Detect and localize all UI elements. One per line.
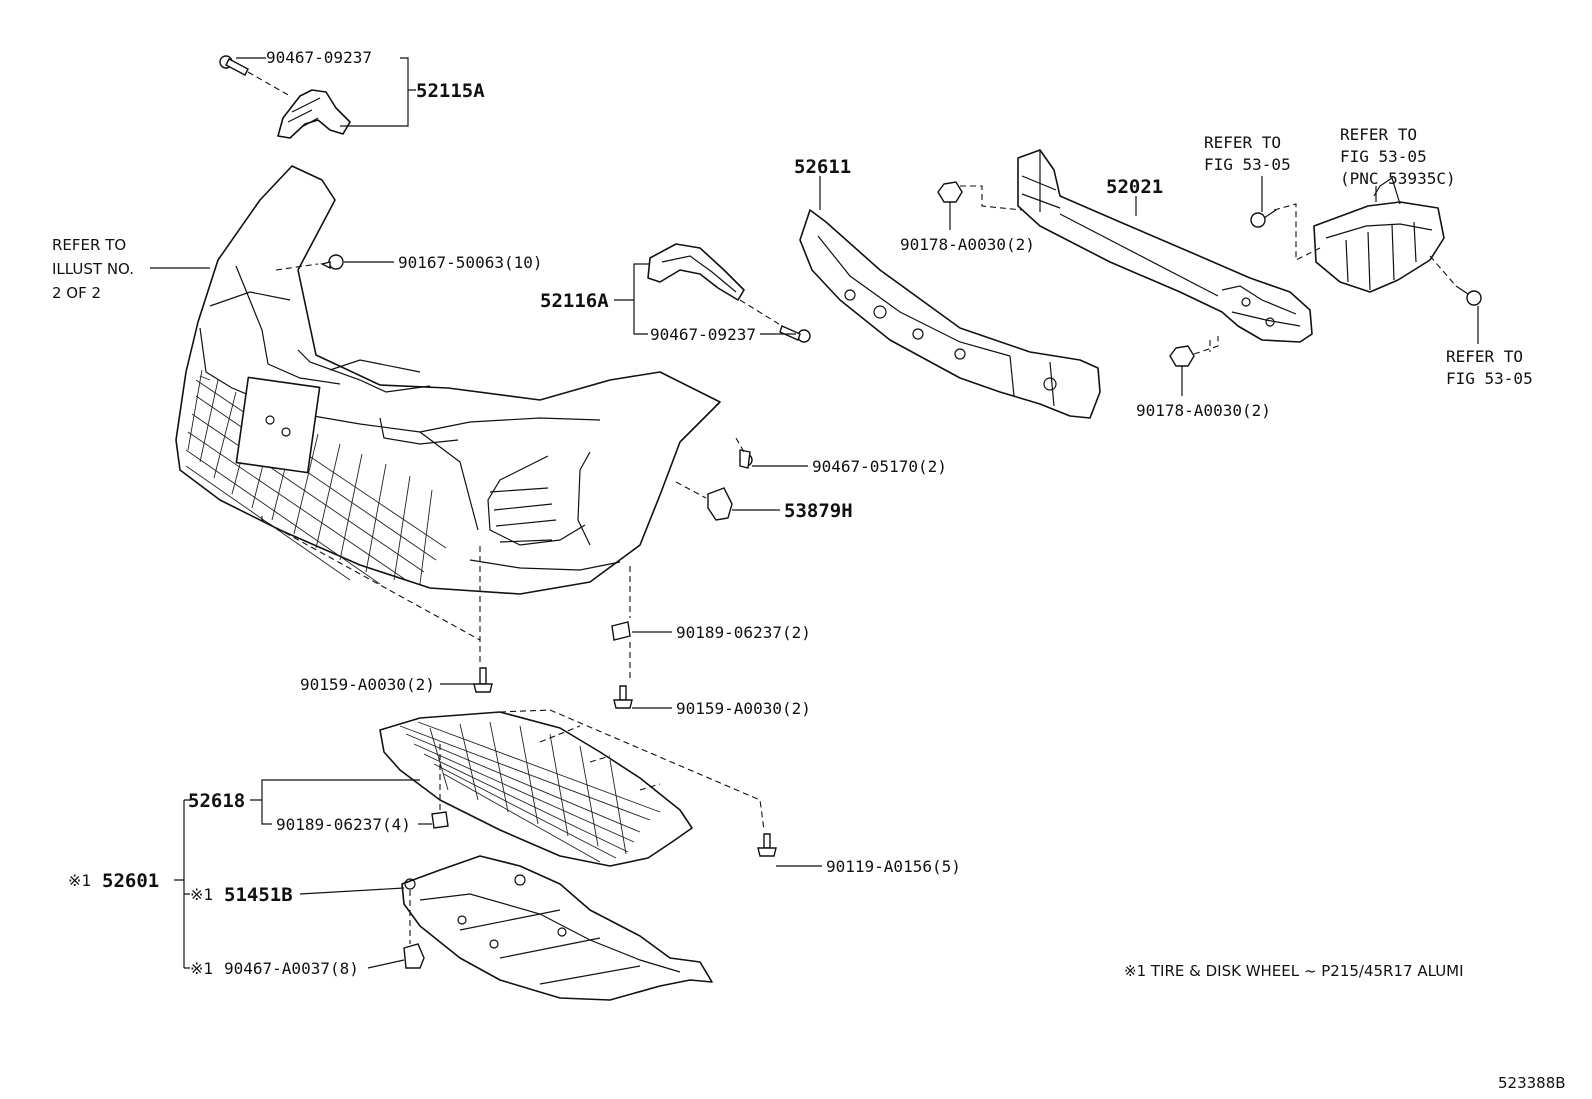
ref-fig-c-line2: FIG 53-05	[1446, 369, 1533, 388]
ref-illust-line1: REFER TO	[52, 236, 126, 254]
ref-fig-a-line1: REFER TO	[1204, 133, 1281, 152]
label-90467-05170: 90467-05170(2)	[812, 457, 947, 476]
ref-fig-a-line2: FIG 53-05	[1204, 155, 1291, 174]
license-plate-bracket	[235, 376, 321, 474]
label-90178-a0030-bottom: 90178-A0030(2)	[1136, 401, 1271, 420]
ref-fig-b-line1: REFER TO	[1340, 125, 1417, 144]
label-90167-50063: 90167-50063(10)	[398, 253, 543, 272]
clip-90189-06237-4[interactable]	[431, 811, 449, 829]
clip-90467-a0037[interactable]	[403, 943, 425, 969]
label-52115a: 52115A	[416, 80, 485, 102]
retainer-53879h[interactable]	[707, 487, 733, 521]
screw-90167-50063[interactable]	[319, 254, 344, 270]
bolt-90467-09237-mid[interactable]	[779, 325, 811, 343]
label-52601: 52601	[102, 870, 159, 892]
ref-illust-line3: 2 OF 2	[52, 284, 101, 302]
nut-90178-a0030-top[interactable]	[937, 181, 963, 203]
footnote-tire-wheel: ※1 TIRE & DISK WHEEL ~ P215/45R17 ALUMI	[1124, 962, 1464, 980]
energy-absorber-52611[interactable]	[799, 209, 1101, 419]
label-90189-06237-4: 90189-06237(4)	[276, 815, 411, 834]
label-90119-a0156: 90119-A0156(5)	[826, 857, 961, 876]
label-90159-a0030-right: 90159-A0030(2)	[676, 699, 811, 718]
label-52611: 52611	[794, 156, 851, 178]
bolt-fig-53-05-bottom[interactable]	[1455, 285, 1482, 306]
ref-fig-c-line1: REFER TO	[1446, 347, 1523, 366]
mark-51451b: ※1	[190, 885, 213, 904]
label-51451b: 51451B	[224, 884, 293, 906]
bracket-52116a-part[interactable]	[647, 243, 745, 301]
front-bumper-cover[interactable]	[175, 165, 721, 595]
under-cover-52618[interactable]	[379, 711, 693, 867]
bracket-52115a-part[interactable]	[277, 89, 351, 139]
ref-illust-line2: ILLUST NO.	[52, 260, 134, 278]
screw-90119-a0156[interactable]	[757, 833, 777, 857]
mark-52601: ※1	[68, 871, 91, 890]
clip-90467-05170[interactable]	[739, 449, 753, 469]
label-90467-a0037: 90467-A0037(8)	[224, 959, 359, 978]
label-53879h: 53879H	[784, 500, 853, 522]
label-90159-a0030-left: 90159-A0030(2)	[300, 675, 435, 694]
label-90467-09237-top: 90467-09237	[266, 48, 372, 67]
ref-fig-b-line3: (PNC 53935C)	[1340, 169, 1456, 188]
bumper-arm-bracket[interactable]	[1313, 177, 1445, 293]
nut-90178-a0030-bottom[interactable]	[1169, 345, 1195, 367]
label-90189-06237-2: 90189-06237(2)	[676, 623, 811, 642]
clip-90189-06237-2[interactable]	[611, 621, 631, 641]
assembly-lines	[261, 185, 1457, 944]
label-52116a: 52116A	[540, 290, 609, 312]
bumper-reinforcement-52021[interactable]	[1017, 149, 1313, 343]
label-52021: 52021	[1106, 176, 1163, 198]
label-90467-09237-mid: 90467-09237	[650, 325, 756, 344]
bolt-90467-09237-top[interactable]	[219, 55, 249, 76]
mark-90467-a0037: ※1	[190, 959, 213, 978]
bolt-fig-53-05-top[interactable]	[1250, 209, 1277, 228]
label-90178-a0030-top: 90178-A0030(2)	[900, 235, 1035, 254]
label-52618: 52618	[188, 790, 245, 812]
screw-90159-a0030-left[interactable]	[473, 667, 493, 693]
leader-lines	[150, 57, 1479, 969]
engine-under-cover-51451b[interactable]	[401, 855, 713, 1001]
ref-fig-b-line2: FIG 53-05	[1340, 147, 1427, 166]
diagram-id: 523388B	[1498, 1074, 1566, 1092]
under-cover-ribs	[399, 721, 661, 863]
screw-90159-a0030-right[interactable]	[613, 685, 633, 709]
